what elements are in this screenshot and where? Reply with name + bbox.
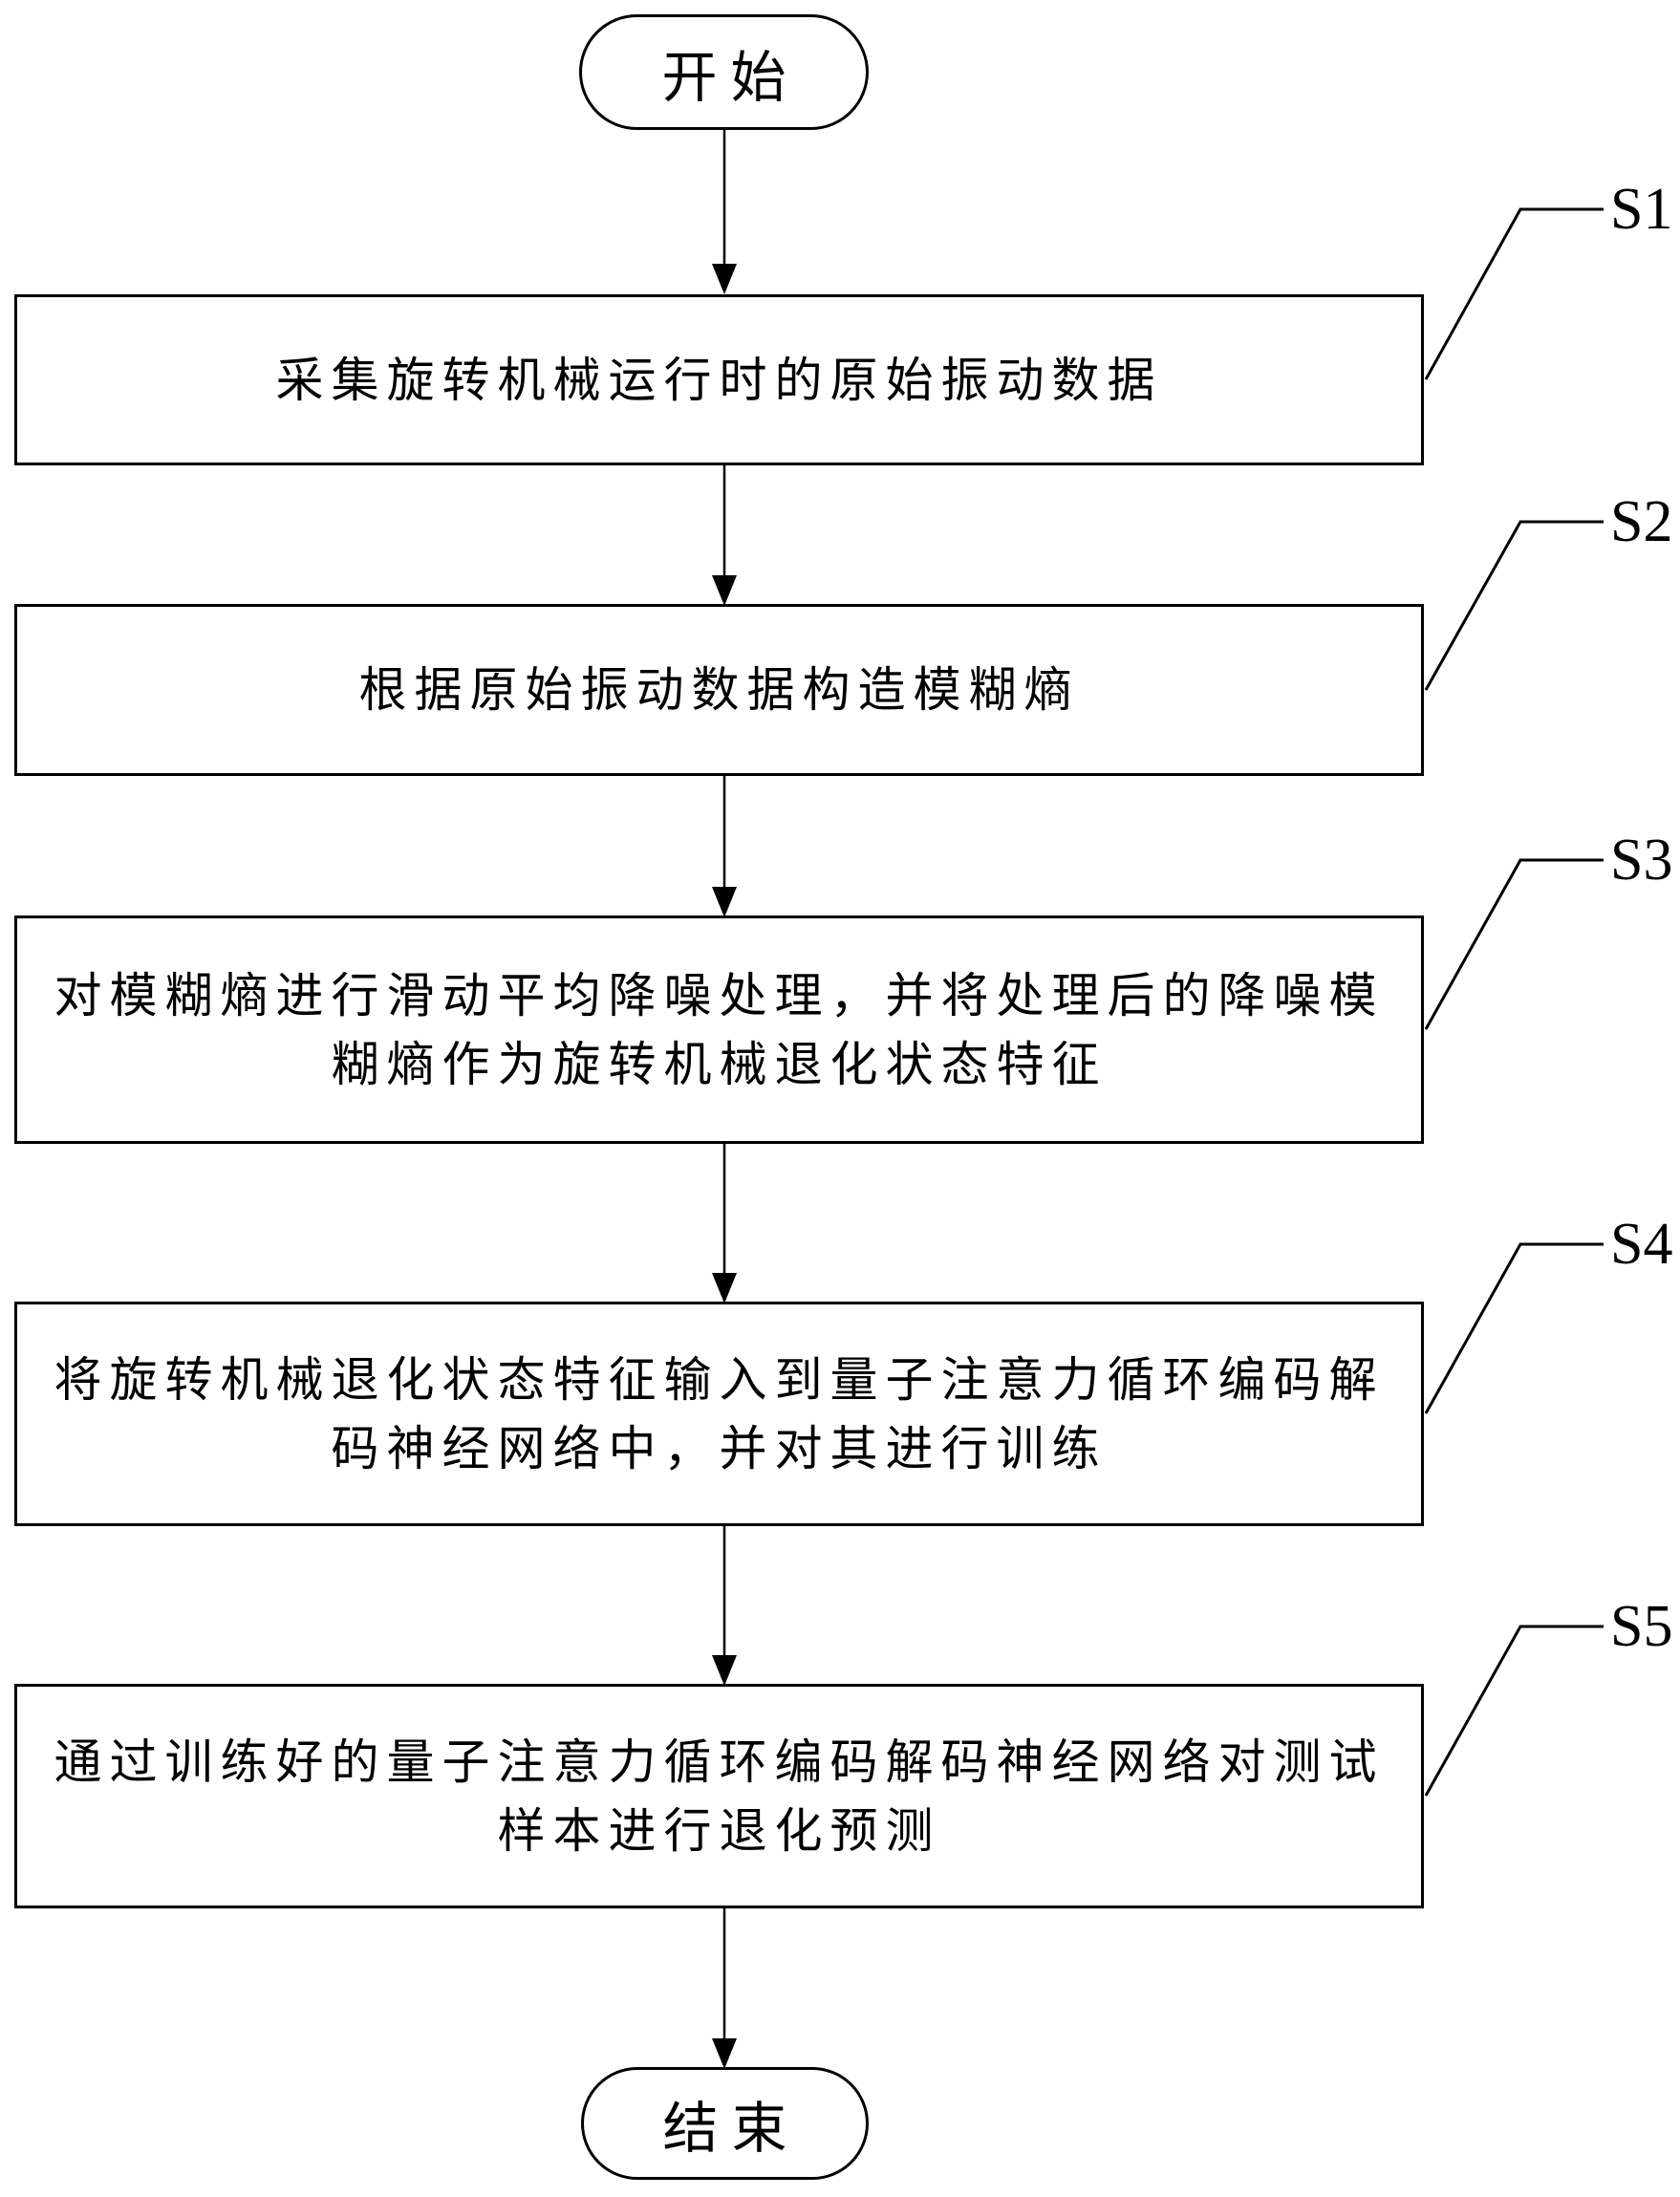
step-label-s1: S1 [1610,177,1673,242]
step-label-s4: S4 [1610,1212,1673,1277]
arrowhead-into-box1 [712,264,737,294]
arrowhead-into-box4 [712,1273,737,1303]
start-node: 开始 [579,14,869,130]
step-s5-text-line2: 样本进行退化预测 [497,1803,941,1858]
end-node-label: 结束 [662,2098,801,2160]
leader-line-s4 [1424,1242,1604,1414]
step-s5-text-line1: 通过训练好的量子注意力循环编码解码神经网络对测试 [54,1734,1385,1789]
arrowhead-into-end [712,2038,737,2069]
step-box-s5: 通过训练好的量子注意力循环编码解码神经网络对测试 样本进行退化预测 [14,1684,1424,1908]
start-node-label: 开始 [661,46,800,109]
step-s4-text-line2: 码神经网络中，并对其进行训练 [331,1421,1108,1475]
step-label-s5: S5 [1610,1594,1673,1659]
arrowhead-into-box3 [712,887,737,917]
step-s3-text-line2: 糊熵作为旋转机械退化状态特征 [331,1037,1108,1091]
end-node: 结束 [581,2067,869,2180]
step-box-s1: 采集旋转机械运行时的原始振动数据 [14,294,1424,465]
step-box-s3: 对模糊熵进行滑动平均降噪处理，并将处理后的降噪模 糊熵作为旋转机械退化状态特征 [14,915,1424,1144]
arrowhead-into-box2 [712,575,737,606]
arrowhead-into-box5 [712,1655,737,1686]
step-s4-text-line1: 将旋转机械退化状态特征输入到量子注意力循环编码解 [54,1352,1385,1407]
leader-line-s1 [1424,207,1604,380]
step-s1-text: 采集旋转机械运行时的原始振动数据 [275,353,1163,407]
step-label-s3: S3 [1610,828,1673,893]
step-s3-text-line1: 对模糊熵进行滑动平均降噪处理，并将处理后的降噪模 [54,968,1385,1023]
step-box-s4: 将旋转机械退化状态特征输入到量子注意力循环编码解 码神经网络中，并对其进行训练 [14,1302,1424,1526]
leader-line-s2 [1424,520,1604,691]
leader-line-s3 [1424,858,1604,1030]
step-box-s2: 根据原始振动数据构造模糊熵 [14,604,1424,776]
step-s2-text: 根据原始振动数据构造模糊熵 [358,663,1080,717]
leader-line-s5 [1424,1625,1604,1797]
step-label-s2: S2 [1610,489,1673,554]
